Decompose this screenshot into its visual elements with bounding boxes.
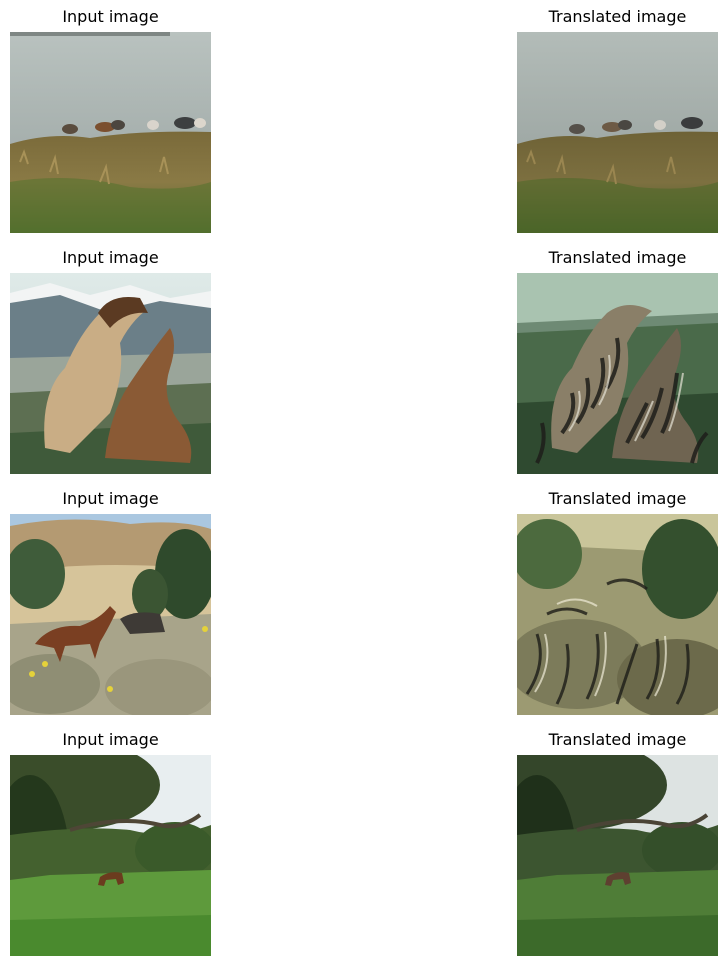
row-3-input-title: Input image	[62, 489, 159, 508]
row-3-output-title: Translated image	[548, 489, 687, 508]
row-1-input-title: Input image	[62, 7, 159, 26]
row-4-input-image	[10, 755, 211, 956]
row-1-output-image	[517, 32, 718, 233]
row-3-output-image	[517, 514, 718, 715]
row-1-input-image	[10, 32, 211, 233]
row-2-output-title: Translated image	[548, 248, 687, 267]
row-1-output-title: Translated image	[548, 7, 687, 26]
row-2-input-image	[10, 273, 211, 474]
row-4-output-image	[517, 755, 718, 956]
row-3-input-image	[10, 514, 211, 715]
row-4-output-title: Translated image	[548, 730, 687, 749]
row-2-input-title: Input image	[62, 248, 159, 267]
row-4-input-title: Input image	[62, 730, 159, 749]
row-2-output-image	[517, 273, 718, 474]
